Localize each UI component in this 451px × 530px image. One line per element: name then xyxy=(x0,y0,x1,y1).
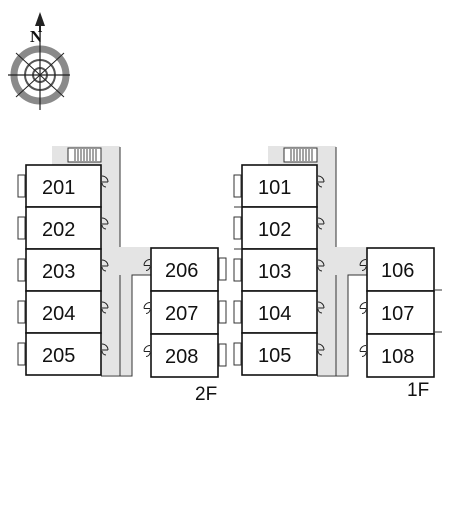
balcony xyxy=(17,258,26,282)
unit-number: 206 xyxy=(165,260,198,282)
unit-103[interactable]: 103 xyxy=(233,248,325,292)
unit-203[interactable]: 203 xyxy=(17,248,109,292)
door-icon xyxy=(359,259,367,271)
unit-206[interactable]: 206 xyxy=(143,247,227,292)
door-icon xyxy=(317,175,325,188)
corridor-wall xyxy=(119,274,151,377)
door-icon xyxy=(143,345,151,357)
unit-108[interactable]: 108 xyxy=(359,333,435,378)
unit-number: 207 xyxy=(165,303,198,325)
door-icon xyxy=(317,301,325,314)
door-icon xyxy=(101,343,109,356)
unit-104[interactable]: 104 xyxy=(233,290,325,334)
corridor xyxy=(120,275,132,375)
unit-207[interactable]: 207 xyxy=(143,290,227,335)
unit-number: 208 xyxy=(165,346,198,368)
unit-105[interactable]: 105 xyxy=(233,332,325,376)
unit-102[interactable]: 102 xyxy=(233,206,325,250)
unit-106[interactable]: 106 xyxy=(359,247,435,292)
balcony xyxy=(233,300,242,324)
door-icon xyxy=(359,345,367,357)
floor-label-1f: 1F xyxy=(407,380,429,401)
unit-101[interactable]: 101 xyxy=(233,164,325,208)
unit-number: 205 xyxy=(42,345,75,367)
balcony xyxy=(233,342,242,366)
unit-number: 108 xyxy=(381,346,414,368)
unit-number: 107 xyxy=(381,303,414,325)
unit-208[interactable]: 208 xyxy=(143,333,227,378)
corridor-wall xyxy=(335,274,367,377)
unit-204[interactable]: 204 xyxy=(17,290,109,334)
unit-number: 105 xyxy=(258,345,291,367)
compass-rose-icon xyxy=(8,12,70,110)
corridor xyxy=(317,247,368,275)
balcony xyxy=(17,216,26,240)
door-icon xyxy=(143,302,151,314)
unit-107[interactable]: 107 xyxy=(359,290,435,335)
balcony xyxy=(218,300,227,324)
unit-number: 203 xyxy=(42,261,75,283)
unit-number: 104 xyxy=(258,303,291,325)
balcony xyxy=(218,343,227,367)
door-icon xyxy=(101,301,109,314)
balcony xyxy=(233,216,242,240)
balcony xyxy=(17,300,26,324)
door-icon xyxy=(101,217,109,230)
unit-number: 202 xyxy=(42,219,75,241)
floor-plan-2f: 201 202 203 204 205 206 207 208 xyxy=(17,146,227,378)
corridor xyxy=(336,275,348,375)
balcony xyxy=(233,258,242,282)
unit-number: 101 xyxy=(258,177,291,199)
door-icon xyxy=(101,259,109,272)
north-label: N xyxy=(30,27,43,46)
unit-number: 106 xyxy=(381,260,414,282)
unit-205[interactable]: 205 xyxy=(17,332,109,376)
staircase-icon xyxy=(67,147,102,163)
door-icon xyxy=(143,259,151,271)
unit-number: 103 xyxy=(258,261,291,283)
door-icon xyxy=(101,175,109,188)
balcony xyxy=(218,257,227,281)
balcony xyxy=(17,342,26,366)
staircase-icon xyxy=(283,147,318,163)
door-icon xyxy=(317,343,325,356)
balcony xyxy=(233,174,242,198)
door-icon xyxy=(359,302,367,314)
unit-number: 204 xyxy=(42,303,75,325)
unit-202[interactable]: 202 xyxy=(17,206,109,250)
door-icon xyxy=(317,217,325,230)
corridor xyxy=(101,247,152,275)
door-icon xyxy=(317,259,325,272)
unit-number: 201 xyxy=(42,177,75,199)
balcony xyxy=(17,174,26,198)
floor-label-2f: 2F xyxy=(195,384,217,405)
unit-201[interactable]: 201 xyxy=(17,164,109,208)
floor-plan-1f: 101 102 103 104 105 106 107 108 xyxy=(233,146,442,378)
unit-number: 102 xyxy=(258,219,291,241)
